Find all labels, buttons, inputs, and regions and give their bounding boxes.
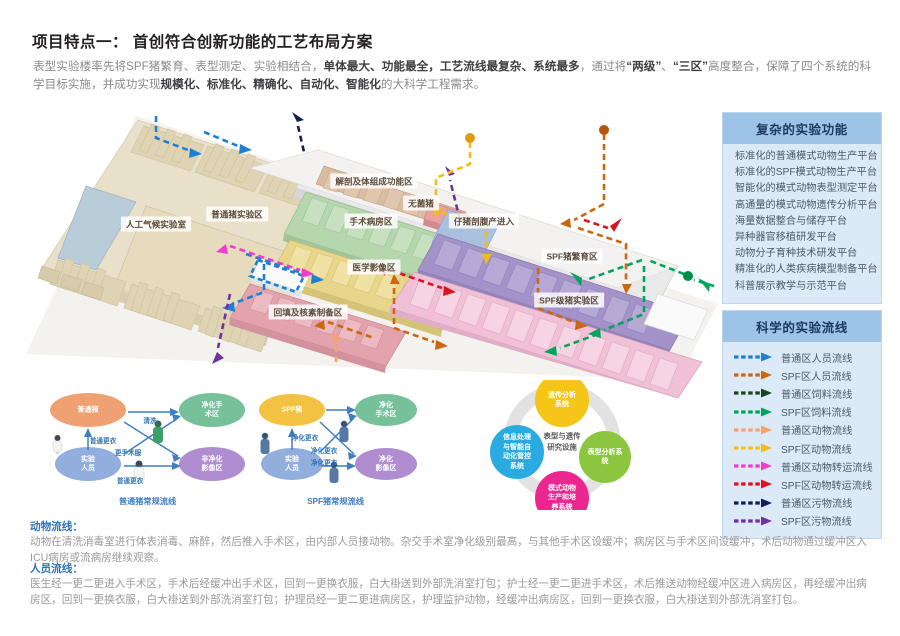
flow-legend-item[interactable]: 普通区饲料流线: [733, 384, 873, 402]
flow-legend-label: 普通区饲料流线: [781, 389, 853, 401]
flow2-edge-label: 净化更衣: [291, 435, 319, 442]
features-panel-title: 复杂的实验功能: [723, 113, 881, 144]
flow1-caption: 普通猪常规流线: [118, 497, 177, 506]
plan-area-label: 手术病房区: [344, 213, 398, 229]
flow-legend-item[interactable]: SPF区污物流线: [733, 512, 873, 530]
intro-paragraph: 表型实验楼率先将SPF猪繁育、表型测定、实验相结合，单体最大、功能最全，工艺流线…: [33, 58, 871, 94]
person-figure-icon: [329, 461, 339, 483]
flow-legend-label: SPF区人员流线: [781, 371, 852, 383]
feature-item: 高通量的模式动物遗传分析平台: [735, 199, 878, 211]
feature-item: 智能化的模式动物表型测定平台: [735, 183, 878, 195]
circle-node-label: 模式动物 生产和培 养系统: [548, 484, 576, 511]
flow2-edge-label: 净化更衣: [310, 448, 338, 455]
person-figure-icon: [339, 420, 349, 442]
intro-bold-3: “三区”: [672, 60, 708, 73]
person-figure-icon: [153, 420, 163, 443]
flow-legend-item[interactable]: 普通区污物流线: [733, 494, 873, 512]
person-figure-icon: [260, 432, 270, 454]
flow-legend-item[interactable]: SPF区人员流线: [733, 366, 873, 384]
flow-diagram-2-svg: [259, 394, 417, 483]
flow-arrow-icon: [734, 498, 772, 508]
feature-item: 科普展示教学与示范平台: [735, 280, 848, 292]
flow-legend-label: SPF区污物流线: [781, 517, 852, 529]
flow2-edge-label: 净化更衣: [310, 460, 338, 467]
flow-legend-item[interactable]: 普通区动物转运流线: [733, 457, 873, 475]
flow-legend-title: 科学的实验流线: [723, 311, 881, 342]
plan-area-label: 普通猪实验区: [206, 206, 268, 222]
animal-flow-note: 动物流线： 动物在清洗消毒室进行体表消毒、麻醉，然后推入手术区，由内部人员接动物。…: [30, 520, 876, 566]
plan-area-label: SPF猪繁育区: [541, 248, 603, 264]
flow1-edge-label: 清洗: [143, 418, 157, 425]
feature-item: 标准化的SPF模式动物生产平台: [735, 167, 878, 179]
flow-arrow-icon: [734, 388, 772, 398]
feature-item: 海量数据整合与储存平台: [735, 215, 848, 227]
staff-flow-note-text: 医生经一更二更进入手术区，手术后经缓冲出手术区，回到一更换衣服，白大褂送到外部洗…: [30, 578, 867, 606]
plan-area-label: 回填及核素制备区: [268, 304, 348, 320]
intro-part-1: 表型实验楼率先将SPF猪繁育、表型测定、实验相结合，: [33, 60, 324, 73]
staff-flow-note: 人员流线： 医生经一更二更进入手术区，手术后经缓冲出手术区，回到一更换衣服，白大褂…: [30, 562, 876, 608]
flow-arrow-icon: [734, 407, 772, 417]
feature-item: 异种器官移植研发平台: [735, 232, 837, 244]
feature-item: 标准化的普通模式动物生产平台: [735, 151, 878, 162]
plan-area-label: 无菌猪: [403, 195, 439, 211]
flow-arrow-icon: [734, 352, 772, 362]
flow-diagram-normal-pig: 普通猪 净化手 术区 实验 人员 非净化 影像区 清洗 普通更衣 更手术服 普通…: [40, 392, 255, 507]
feature-item: 动物分子育种技术研发平台: [735, 248, 858, 260]
flow-legend-list: 普通区人员流线 SPF区人员流线普通区饲料流线 SPF区饲料流线普通区动物流线 SPF…: [723, 342, 881, 538]
flow-arrow-icon: [734, 425, 772, 435]
staff-flow-note-title: 人员流线：: [30, 563, 83, 575]
circle-node-label: 遗传分析 系统: [548, 391, 576, 409]
flow-arrow-icon: [734, 479, 772, 489]
flow1-edge-label: 普通更衣: [89, 438, 117, 445]
plan-area-label: SPF级猪实验区: [534, 292, 604, 308]
person-figure-icon: [133, 460, 145, 484]
flow-legend-label: 普通区人员流线: [781, 353, 853, 365]
flow-legend-item[interactable]: SPF区动物转运流线: [733, 475, 873, 493]
intro-part-2: ，通过将: [579, 60, 627, 73]
intro-part-5: 的大科学工程需求。: [380, 78, 486, 91]
plan-area-label: 医学影像区: [347, 259, 401, 275]
plan-svg: [26, 112, 718, 399]
plan-area-label: 仔猪剖腹产进入: [448, 213, 520, 229]
features-panel-list: 标准化的普通模式动物生产平台 标准化的SPF模式动物生产平台 智能化的模式动物表…: [723, 144, 881, 303]
flow-legend-label: 普通区污物流线: [781, 499, 853, 511]
circle-node-label: 信息处理 与智能自 动化管控 系统: [503, 434, 531, 470]
isometric-floor-plan: 人工气候实验室 普通猪实验区 解剖及体组成功能区 无菌猪 手术病房区 医学影像区…: [18, 108, 718, 399]
animal-flow-note-text: 动物在清洗消毒室进行体表消毒、麻醉，然后推入手术区，由内部人员接动物。杂交手术室…: [30, 536, 867, 564]
flow-legend-item[interactable]: SPF区动物流线: [733, 439, 873, 457]
plan-area-label: 人工气候实验室: [120, 216, 192, 232]
flow-diagram-1-svg: [50, 393, 245, 484]
flow-arrow-icon: [734, 443, 772, 453]
flow1-edge-label: 更手术服: [114, 450, 142, 457]
person-figure-icon: [52, 435, 63, 454]
system-circle-diagram: 表型与遗传 研究设施 遗传分析 系统 表型分析系 统 模式动物 生产和培 养系统…: [455, 373, 670, 525]
intro-bold-1: 单体最大、功能最全，工艺流线最复杂、系统最多: [323, 60, 580, 73]
flow-legend-item[interactable]: SPF区饲料流线: [733, 403, 873, 421]
flow-legend-label: SPF区动物转运流线: [781, 480, 873, 492]
flow-legend-item[interactable]: 普通区动物流线: [733, 421, 873, 439]
flow-legend-label: 普通区动物流线: [781, 426, 853, 438]
plan-area-label: 解剖及体组成功能区: [330, 173, 418, 189]
animal-flow-note-title: 动物流线：: [30, 521, 83, 533]
flow2-caption: SPF猪常规流线: [307, 497, 364, 506]
features-panel: 复杂的实验功能 标准化的普通模式动物生产平台 标准化的SPF模式动物生产平台 智…: [722, 112, 882, 304]
flow-arrow-icon: [734, 370, 772, 380]
intro-part-3: 、: [661, 60, 673, 73]
flow-arrow-icon: [734, 516, 772, 526]
flow1-edge-label: 普通更衣: [116, 478, 144, 485]
flow-legend-label: 普通区动物转运流线: [781, 462, 873, 474]
page-title: 项目特点一： 首创符合创新功能的工艺布局方案: [32, 34, 373, 51]
intro-bold-2: “两级”: [626, 60, 662, 73]
circle-node-label: 表型分析系 统: [587, 448, 623, 466]
feature-item: 精准化的人类疾病模型制备平台: [735, 264, 878, 276]
flow-legend-label: SPF区饲料流线: [781, 408, 852, 420]
flow-legend-item[interactable]: 普通区人员流线: [733, 348, 873, 366]
intro-bold-4: 规模化、标准化、精确化、自动化、智能化: [160, 78, 381, 91]
intro-part-4: 高度整合，保障了四个系统的科学目标实施，并成功实现: [33, 60, 871, 91]
circle-center-label: 表型与遗传 研究设施: [543, 431, 581, 452]
flow-legend-label: SPF区动物流线: [781, 444, 852, 456]
flow-arrow-icon: [734, 461, 772, 471]
flow-diagram-spf-pig: SPF猪 净化 手术区 实验 人员 净化 影像区 净化更衣 净化更衣 净化更衣 …: [248, 392, 423, 507]
